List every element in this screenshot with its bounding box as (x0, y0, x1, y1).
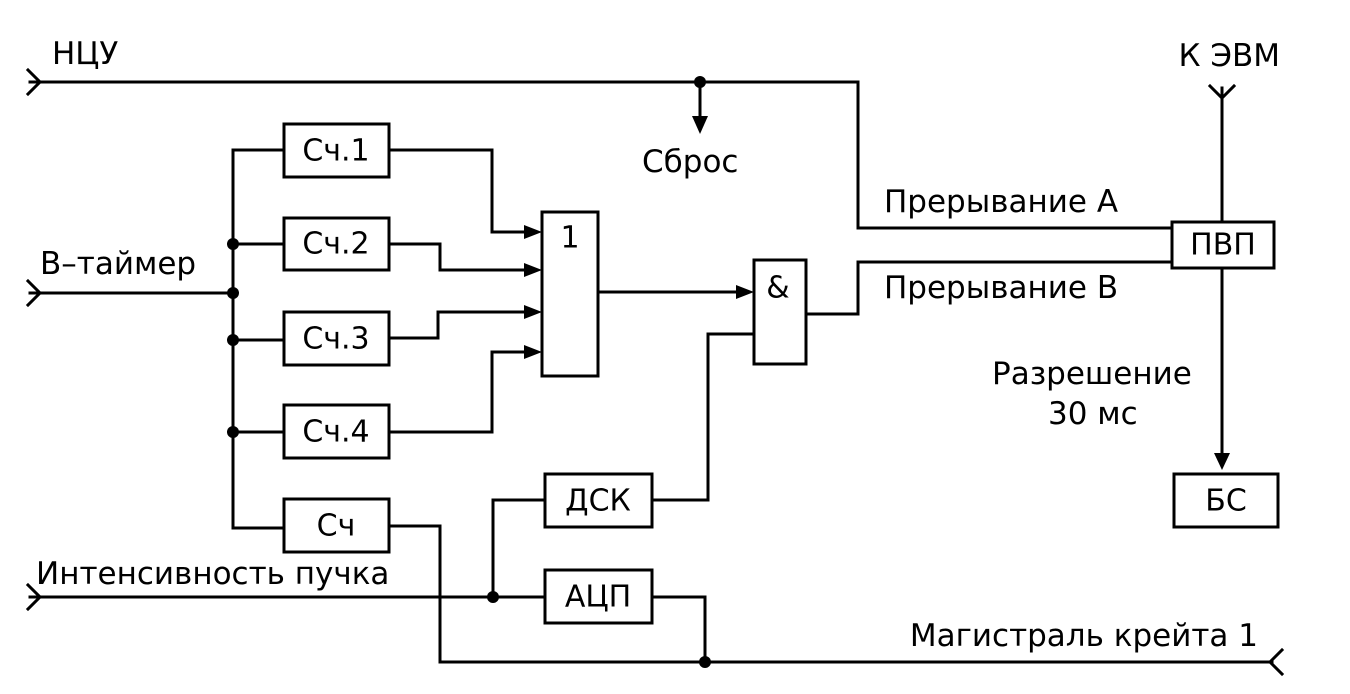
connector-beam-icon (25, 582, 43, 612)
block-dsk: ДСК (543, 472, 654, 529)
block-sch4-label: Сч.4 (302, 415, 369, 450)
block-sch1: Сч.1 (282, 122, 391, 179)
wire-sch-bus (387, 524, 1274, 664)
connector-b-timer-icon (25, 278, 43, 308)
block-pvp-label: ПВП (1190, 228, 1256, 263)
or-gate: 1 (540, 210, 600, 378)
block-dsk-label: ДСК (565, 484, 631, 519)
block-adc-label: АЦП (565, 580, 631, 615)
junction-dot (227, 287, 239, 299)
connectors (25, 67, 1285, 677)
connector-ncu-icon (25, 67, 43, 97)
label-interrupt-a: Прерывание A (884, 184, 1118, 220)
arrow-or-in1-icon (524, 225, 542, 239)
wire-sch4-or (387, 350, 528, 434)
arrow-bs-icon (1214, 453, 1230, 470)
arrowheads (524, 116, 1230, 470)
and-gate: & (752, 258, 808, 366)
label-crate-bus: Магистраль крейта 1 (910, 618, 1258, 654)
junction-dot (227, 334, 239, 346)
junction-dot (699, 656, 711, 668)
junction-dot (227, 426, 239, 438)
label-ncu: НЦУ (52, 36, 118, 72)
arrow-or-in3-icon (524, 305, 542, 319)
wires (28, 80, 1274, 664)
arrow-and-in-icon (736, 285, 754, 299)
arrow-or-in4-icon (524, 345, 542, 359)
connector-k-evm-icon (1207, 83, 1237, 101)
wire-and-pvp (804, 260, 1174, 316)
connector-crate-bus-icon (1267, 647, 1285, 677)
junction-dot (487, 591, 499, 603)
arrow-sbros-icon (692, 116, 708, 134)
wire-dsk-and (650, 332, 754, 502)
block-sch1-label: Сч.1 (302, 134, 369, 169)
block-sch4: Сч.4 (282, 403, 391, 460)
signal-labels: НЦУ К ЭВМ Сброс Прерывание A Прерывание … (36, 36, 1280, 654)
junction-dot (694, 76, 706, 88)
block-sch-label: Сч (317, 509, 356, 544)
block-pvp: ПВП (1170, 220, 1276, 270)
label-interrupt-b: Прерывание B (884, 270, 1118, 306)
block-sch2-label: Сч.2 (302, 227, 369, 262)
block-sch3: Сч.3 (282, 310, 391, 367)
wire-adc-bus (650, 595, 707, 664)
block-adc: АЦП (543, 568, 654, 625)
label-b-timer: B–таймер (40, 246, 196, 282)
label-permission-line1: Разрешение (992, 356, 1192, 392)
label-beam-intensity: Интенсивность пучка (36, 556, 389, 592)
and-gate-label: & (766, 271, 789, 306)
wire-sch2-or (387, 242, 528, 272)
block-sch3-label: Сч.3 (302, 322, 369, 357)
or-gate-label: 1 (560, 221, 579, 256)
block-sch: Сч (282, 497, 391, 554)
wire-to-dsk (491, 498, 547, 599)
label-permission-line2: 30 мс (1048, 396, 1138, 432)
wire-sch3-or (387, 310, 528, 340)
label-k-evm: К ЭВМ (1178, 38, 1280, 74)
block-sch2: Сч.2 (282, 216, 391, 272)
block-bs: БС (1172, 472, 1280, 529)
junctions (227, 76, 711, 668)
wire-sch1-or (387, 148, 528, 234)
junction-dot (227, 238, 239, 250)
arrow-or-in2-icon (524, 263, 542, 277)
block-bs-label: БС (1205, 484, 1247, 519)
label-sbros: Сброс (642, 144, 738, 180)
wire-ncu (28, 80, 1174, 230)
